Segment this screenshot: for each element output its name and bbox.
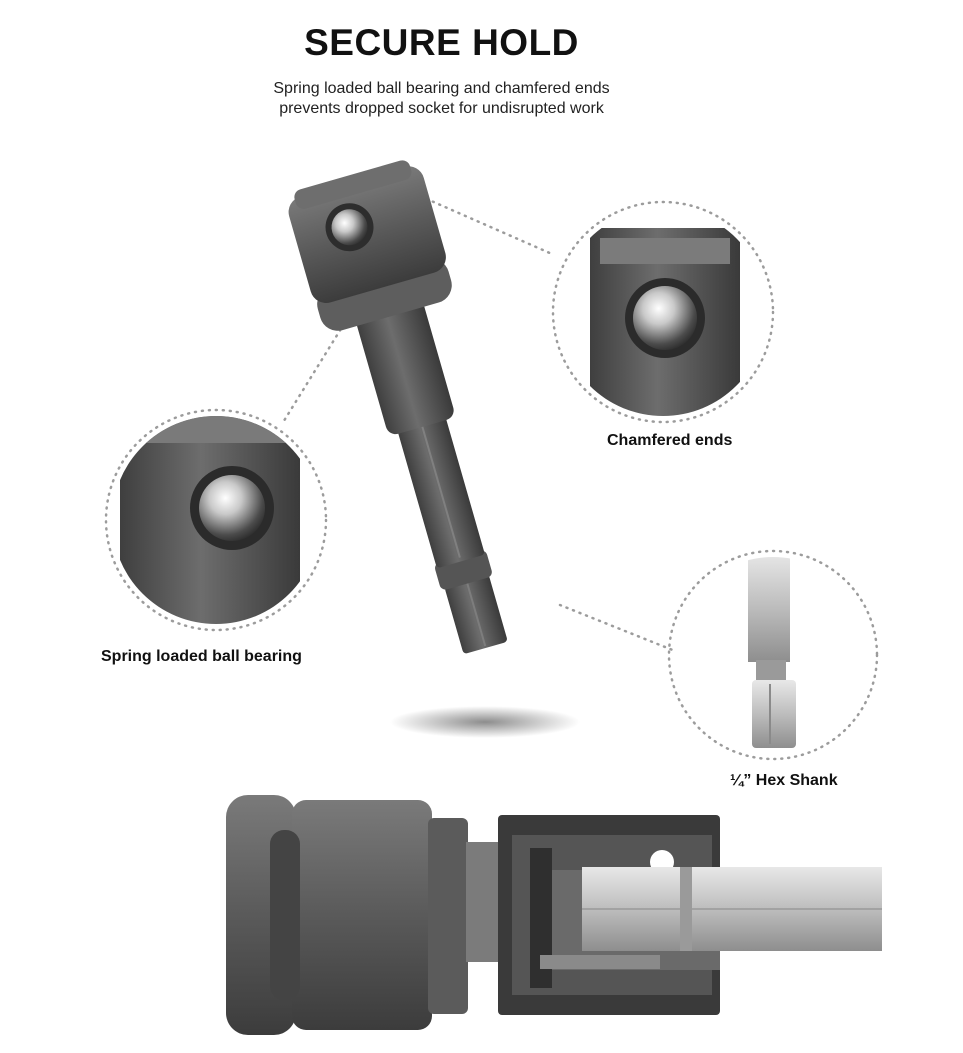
subtitle-line-2: prevents dropped socket for undisrupted … [279, 100, 604, 117]
socket-adapter-image [288, 160, 580, 738]
caption-ball-bearing: Spring loaded ball bearing [101, 648, 302, 665]
page-subtitle: Spring loaded ball bearing and chamfered… [0, 79, 883, 119]
subtitle-line-1: Spring loaded ball bearing and chamfered… [273, 80, 610, 97]
cutaway-image [226, 795, 882, 1035]
caption-hex-shank: ¼” Hex Shank [730, 772, 838, 789]
detail-hex-shank [667, 549, 879, 761]
page-title: SECURE HOLD [304, 22, 579, 63]
caption-chamfered-ends: Chamfered ends [607, 432, 733, 449]
detail-ball-bearing [104, 408, 328, 632]
detail-chamfered-ends [551, 200, 775, 424]
